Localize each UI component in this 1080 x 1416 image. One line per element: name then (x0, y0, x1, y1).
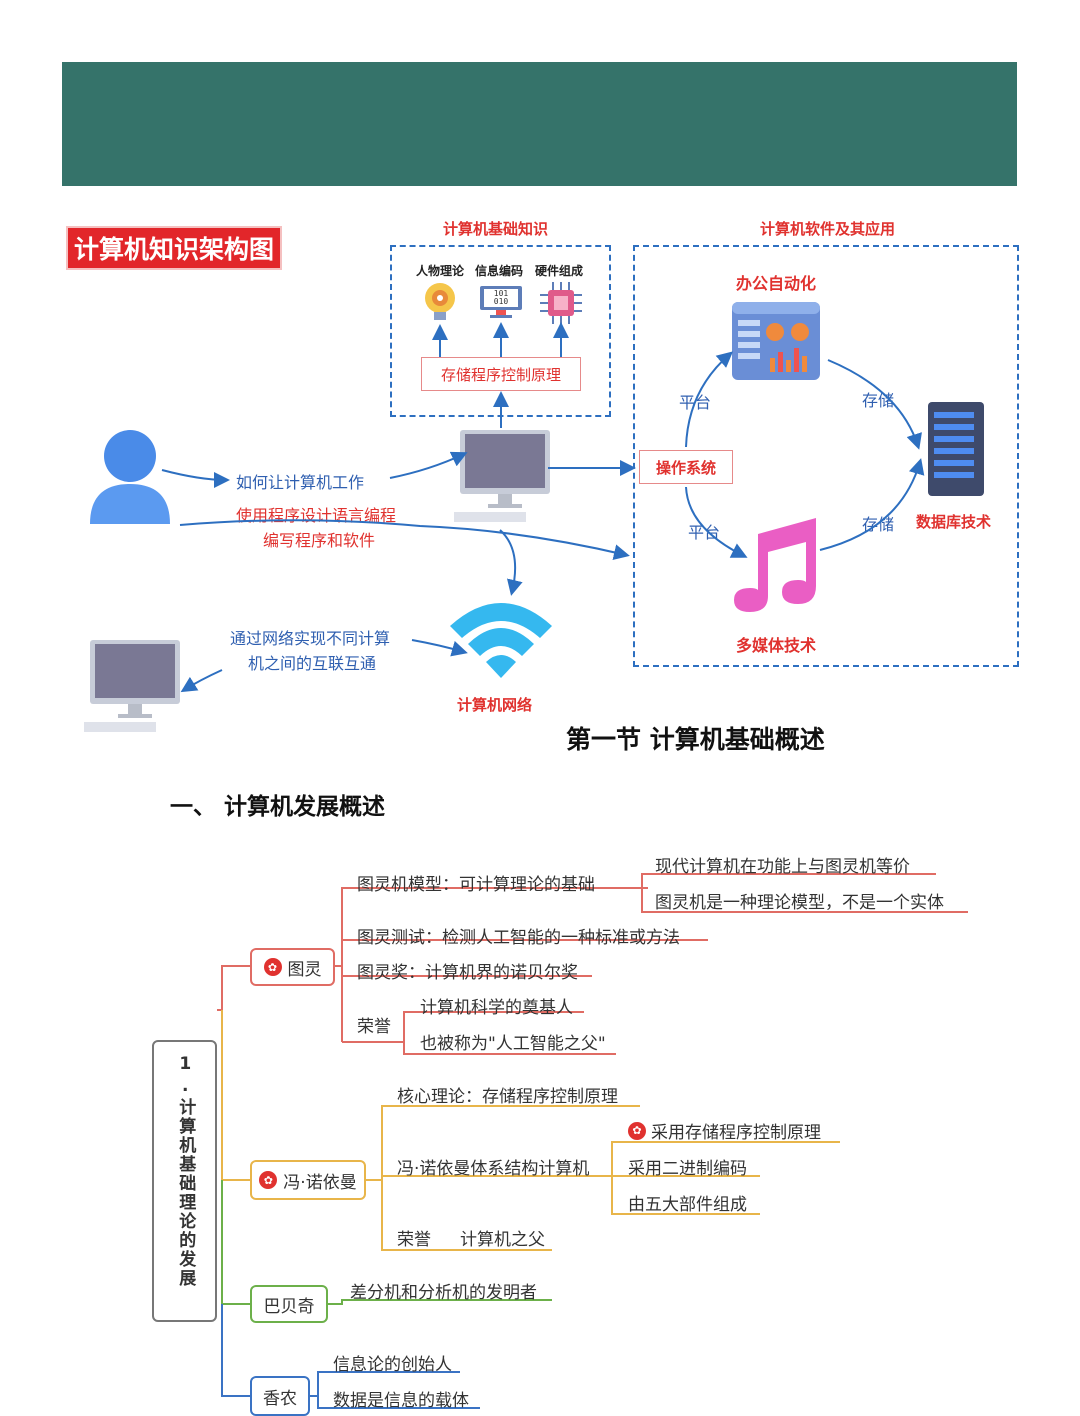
subsection-title: 一、 计算机发展概述 (170, 794, 386, 820)
software-label: 计算机软件及其应用 (760, 220, 896, 238)
neumann-core: 核心理论：存储程序控制原理 (397, 1087, 618, 1107)
turing-honor: 荣誉 (357, 1017, 391, 1037)
server-icon (928, 402, 984, 496)
dashboard-icon (732, 302, 820, 380)
multimedia-label: 多媒体技术 (736, 636, 817, 655)
desktop-computer-icon (454, 430, 550, 522)
mindmap-connectors (217, 873, 968, 1409)
section-title: 第一节 计算机基础概述 (566, 725, 825, 754)
basics-item-encoding: 信息编码 (475, 264, 524, 278)
turing-award: 图灵奖：计算机界的诺贝尔奖 (357, 963, 578, 983)
software-box (633, 245, 1019, 667)
node-shannon-label: 香农 (263, 1388, 297, 1409)
chip-icon (540, 282, 582, 324)
lightbulb-gear-icon (425, 283, 455, 320)
babbage-text: 差分机和分析机的发明者 (350, 1283, 537, 1303)
neumann-arch-1-text: 采用存储程序控制原理 (651, 1123, 821, 1143)
principle-box: 存储程序控制原理 (421, 357, 581, 391)
binary-monitor-icon (480, 286, 522, 318)
basics-item-people: 人物理论 (416, 264, 465, 278)
star-icon: ✿ (628, 1121, 646, 1140)
neumann-honor: 荣誉 (397, 1230, 431, 1250)
turing-honor-1: 计算机科学的奠基人 (420, 998, 573, 1018)
basics-label: 计算机基础知识 (443, 220, 549, 238)
neumann-arch: 冯·诺依曼体系结构计算机 (397, 1159, 590, 1179)
turing-test: 图灵测试：检测人工智能的一种标准或方法 (357, 928, 680, 948)
turing-model-sub-2: 图灵机是一种理论模型，不是一个实体 (655, 893, 944, 913)
wifi-icon (450, 603, 552, 678)
neumann-arch-3: 由五大部件组成 (628, 1195, 747, 1215)
turing-model: 图灵机模型：可计算理论的基础 (357, 875, 595, 895)
star-icon: ✿ (259, 1171, 278, 1189)
mindmap-root: 1.计算机基础理论的发展 (152, 1040, 217, 1322)
shannon-text-2: 数据是信息的载体 (333, 1391, 469, 1411)
user-icon (90, 430, 170, 524)
network-label: 计算机网络 (457, 696, 533, 714)
neumann-arch-2: 采用二进制编码 (628, 1159, 747, 1179)
turing-model-sub-1: 现代计算机在功能上与图灵机等价 (655, 857, 910, 877)
basics-item-hardware: 硬件组成 (535, 264, 584, 278)
os-box: 操作系统 (639, 450, 733, 484)
network-text-1: 通过网络实现不同计算 (230, 629, 391, 648)
neumann-arch-1: ✿ 采用存储程序控制原理 (628, 1118, 821, 1143)
user-text-3: 编写程序和软件 (263, 531, 376, 550)
node-babbage: 巴贝奇 (250, 1285, 328, 1323)
node-turing-label: 图灵 (287, 959, 322, 980)
mindmap-root-text: 1.计算机基础理论的发展 (175, 1054, 196, 1288)
header-banner (62, 62, 1017, 186)
user-text-1: 如何让计算机工作 (236, 473, 365, 492)
turing-honor-2: 也被称为"人工智能之父" (420, 1034, 606, 1054)
remote-computer-icon (84, 640, 180, 732)
office-label: 办公自动化 (736, 274, 817, 293)
star-icon: ✿ (263, 958, 282, 976)
node-turing: ✿ 图灵 (250, 948, 335, 986)
shannon-text-1: 信息论的创始人 (333, 1355, 452, 1375)
node-shannon: 香农 (250, 1376, 310, 1416)
music-note-icon (734, 518, 816, 612)
node-neumann-label: 冯·诺依曼 (283, 1172, 357, 1193)
node-neumann: ✿ 冯·诺依曼 (250, 1160, 366, 1200)
platform-label-bottom: 平台 (688, 523, 721, 542)
diagram-arrows (161, 322, 925, 693)
diagram-title: 计算机知识架构图 (66, 226, 283, 270)
neumann-honor-text: 计算机之父 (460, 1230, 545, 1250)
node-babbage-label: 巴贝奇 (263, 1296, 315, 1317)
database-label: 数据库技术 (916, 513, 992, 531)
network-text-2: 机之间的互联互通 (248, 654, 377, 673)
